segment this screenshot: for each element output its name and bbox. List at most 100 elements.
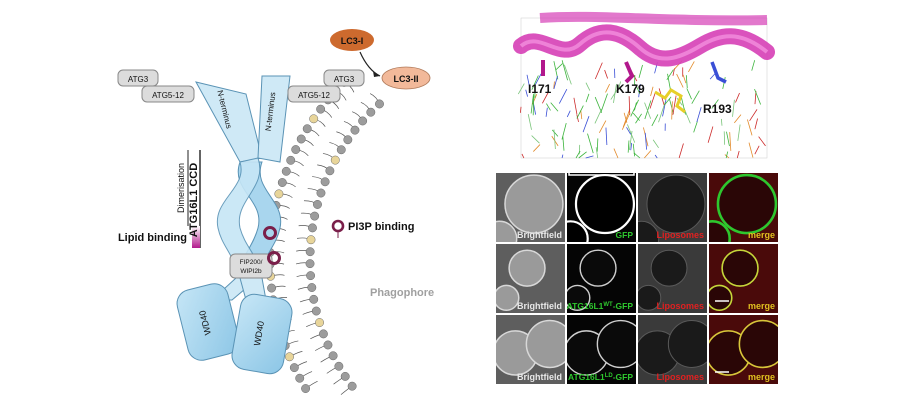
gfp-label: ATG16L1LD-GFP [568,372,633,382]
lipid-stick [622,108,631,128]
lipid-stick [535,73,542,85]
liposome-gfp [596,319,636,369]
lipid-stick [533,144,541,152]
lipid-head [315,318,324,328]
lipid-stick [693,121,698,133]
lipid-stick [605,127,608,145]
atg3-box-left [117,69,159,87]
residue-i171: I171 [528,82,552,96]
liposome-brightfield [508,249,546,287]
liposomes-label: Liposomes [656,372,704,382]
pi3p-marker-lower [267,251,281,265]
lipid-stick [600,93,608,113]
liposome-red-channel [667,320,707,368]
lipid-stick [668,98,674,114]
wipi2b-label: WIPI2b [240,268,262,275]
gfp-label-suffix: -GFP [613,372,634,382]
lipid-head [307,283,317,292]
lipid-stick [563,64,572,85]
lipid-stick [662,99,667,117]
lipid-stick [722,77,726,90]
liposome-gfp [567,284,591,311]
gfp-label-name: GFP [616,230,634,240]
lipid-stick [604,69,609,79]
brightfield-label: Brightfield [517,301,562,311]
lipid-stick [576,114,579,123]
lipid-head [330,155,340,165]
lipid-stick [550,102,559,112]
liposome-group [709,319,778,376]
lipid-stick [664,96,672,106]
lipid-stick [627,124,636,143]
lipid-stick [644,132,647,150]
lipid-stick [672,68,675,76]
lipid-head [306,271,316,281]
lipid-head [281,166,291,176]
lipid-head [289,363,299,373]
lipid-head [295,373,305,383]
lipid-head [318,329,328,339]
lipid-stick [650,86,654,97]
gfp-label-name: ATG16L1 [568,372,605,382]
liposome-red-channel [646,174,706,234]
lipid-stick [754,118,758,130]
lipid-stick [711,99,719,109]
lipid-stick [585,82,591,91]
lipid-head [305,247,315,257]
lipid-stick [709,72,716,80]
lipid-stick [594,108,603,124]
lipid-stick [676,73,684,88]
lipid-stick [626,127,632,135]
dimerisation-label: Dimerisation [176,163,186,213]
lipid-head [305,259,315,269]
lipid-stick [519,106,522,113]
lipid-stick [576,105,584,119]
wd40-label-right: WD40 [252,320,266,346]
liposome-group [638,320,707,376]
lipid-sticks [517,60,766,159]
atg5-12-box-right [287,85,341,103]
lipid-head [310,211,320,221]
atg3-box-right [323,69,365,87]
ccd-label: ATG16L1 CCD [188,163,200,237]
lipid-stick [658,102,666,123]
lipid-stick [542,91,550,104]
lipid-head [308,223,317,233]
lipid-stick [573,97,578,115]
lipid-stick [696,107,702,123]
lipid-head [358,116,368,126]
lc3-i-oval [330,29,374,51]
lipid-binding-label: Lipid binding [118,232,187,244]
liposome-red-channel [638,220,660,242]
lipid-stick [737,124,741,141]
fip200-label: FIP200/ [240,259,263,266]
lipid-stick [638,84,641,98]
lipid-stick [685,75,688,89]
gfp-label-suffix: -GFP [613,301,634,311]
lipid-stick [682,74,687,84]
lipid-stick [613,148,619,159]
liposome-gfp [579,249,617,287]
lipid-stick [558,89,568,104]
merge-label: merge [748,301,775,311]
lipid-stick [594,62,603,80]
lipid-stick [553,129,556,150]
lipid-stick [587,133,594,154]
lipid-stick [691,90,700,104]
lipid-stick [654,154,658,159]
lipid-stick [635,83,641,94]
lipid-stick [634,102,637,111]
lipid-stick [526,74,531,91]
liposome-merge [709,284,733,312]
lipid-stick [618,81,621,88]
lipid-head [309,294,319,304]
liposome-gfp [574,173,636,235]
pi3p-marker-upper [263,226,277,240]
lipid-stick [561,154,564,159]
lipid-stick [734,114,742,124]
residue-k179: K179 [616,82,645,96]
lipid-head [316,188,326,198]
lipid-stick [644,100,652,120]
